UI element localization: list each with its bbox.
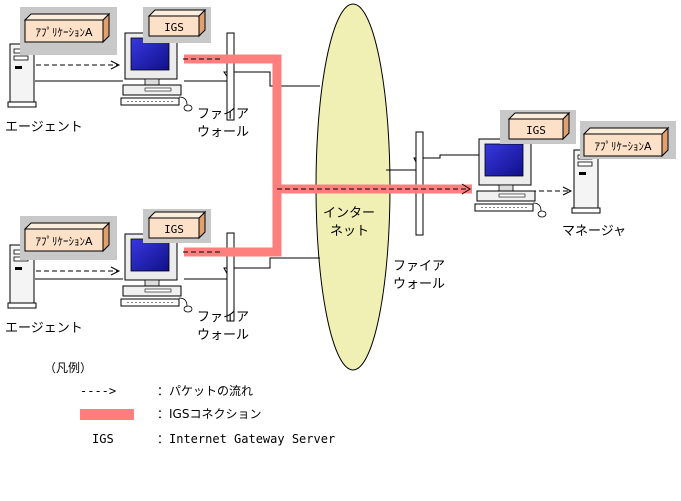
legend-packet-symbol: ----> bbox=[80, 384, 116, 398]
agent-label-bottom: エージェント bbox=[5, 321, 83, 336]
igs-box-top: IGS bbox=[143, 7, 211, 43]
igs-host-top bbox=[120, 32, 193, 112]
legend-title: （凡例） bbox=[44, 361, 92, 375]
legend-igs-connection-text: ：IGSコネクション bbox=[157, 407, 261, 421]
manager-igs-host bbox=[474, 138, 547, 218]
legend: （凡例） ----> ：パケットの流れ ：IGSコネクション IGS ：Inte… bbox=[44, 361, 335, 446]
firewall-bar-top-left bbox=[226, 32, 235, 121]
firewall-bar-bottom-left bbox=[226, 232, 235, 322]
manager-label: マネージャ bbox=[562, 224, 626, 239]
igs-label-bottom: IGS bbox=[164, 223, 184, 236]
app-box-manager: ｱﾌﾟﾘｹｰｼｮﾝA bbox=[580, 121, 676, 159]
app-label-bottom: ｱﾌﾟﾘｹｰｼｮﾝA bbox=[35, 235, 92, 248]
legend-packet-text: ：パケットの流れ bbox=[157, 384, 253, 398]
igs-box-manager: IGS bbox=[500, 110, 576, 144]
igs-label-manager: IGS bbox=[526, 124, 546, 137]
firewall-label-top-1: ファイア bbox=[197, 107, 249, 122]
firewall-label-bottom-2: ウォール bbox=[197, 328, 249, 343]
firewall-bar-right bbox=[415, 131, 424, 236]
firewall-label-right-1: ファイア bbox=[393, 259, 445, 274]
legend-igs-abbr: IGS bbox=[92, 432, 114, 446]
app-label-manager: ｱﾌﾟﾘｹｰｼｮﾝA bbox=[594, 140, 651, 153]
app-box-top: ｱﾌﾟﾘｹｰｼｮﾝA bbox=[20, 7, 117, 55]
app-box-bottom: ｱﾌﾟﾘｹｰｼｮﾝA bbox=[20, 216, 117, 260]
legend-igs-definition: ：Internet Gateway Server bbox=[157, 432, 335, 446]
app-label-top: ｱﾌﾟﾘｹｰｼｮﾝA bbox=[35, 26, 92, 39]
agent-label-top: エージェント bbox=[5, 120, 83, 135]
firewall-label-right-2: ウォール bbox=[393, 277, 445, 292]
manager-pc bbox=[571, 149, 601, 214]
igs-box-bottom: IGS bbox=[143, 209, 211, 243]
legend-igs-connection-swatch bbox=[80, 409, 134, 420]
packet-flow-arrows bbox=[36, 58, 573, 276]
igs-label-top: IGS bbox=[164, 21, 184, 34]
internet-label-2: ネット bbox=[330, 224, 369, 239]
internet-label-1: インター bbox=[323, 206, 375, 221]
firewall-label-top-2: ウォール bbox=[197, 125, 249, 140]
igs-host-bottom bbox=[120, 233, 193, 313]
firewall-label-bottom-1: ファイア bbox=[197, 310, 249, 325]
